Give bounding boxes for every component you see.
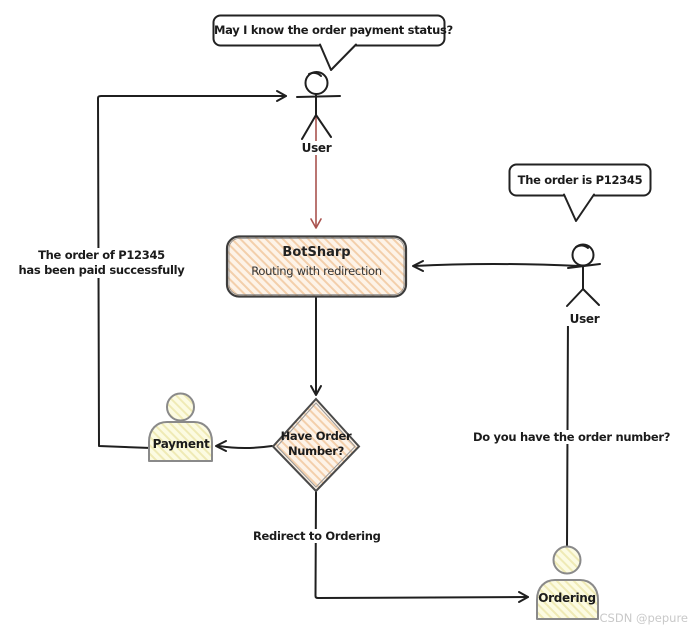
connector-decision-to-payment — [215, 440, 273, 452]
connector-decision-to-ordering — [314, 491, 529, 603]
botsharp-title: BotSharp — [282, 245, 351, 260]
watermark: CSDN @pepure — [599, 611, 688, 625]
paid-message-label: The order of P12345 has been paid succes… — [14, 248, 189, 278]
speech-bubble-right — [508, 163, 652, 222]
paid-message-line2: has been paid successfully — [18, 263, 185, 277]
decision-diamond — [271, 397, 361, 493]
connector-botsharp-to-decision — [310, 296, 322, 396]
paid-message-line1: The order of P12345 — [38, 248, 165, 262]
ordering-actor-icon — [536, 545, 599, 620]
speech-bubble-top — [212, 14, 446, 71]
right-user-label: User — [561, 312, 608, 326]
connector-rightuser-to-botsharp — [412, 260, 581, 272]
connector-payment-to-user — [97, 90, 287, 449]
payment-actor-icon — [148, 392, 213, 462]
stick-figure-user-right-icon — [566, 243, 601, 307]
speech-bubble-right-text: The order is P12345 — [517, 173, 643, 187]
redirect-to-ordering-label: Redirect to Ordering — [253, 529, 381, 543]
connector-user-to-botsharp-red — [310, 101, 322, 229]
speech-bubble-top-text: May I know the order payment status? — [214, 23, 453, 37]
stick-figure-user-top-icon — [296, 71, 341, 140]
botsharp-subtitle: Routing with redirection — [251, 264, 382, 278]
top-user-label: User — [293, 141, 340, 155]
payment-label: Payment — [152, 437, 210, 451]
decision-label-line2: Number? — [287, 444, 345, 458]
botsharp-node — [225, 235, 408, 298]
ordering-label: Ordering — [538, 591, 596, 605]
ask-order-number-label: Do you have the order number? — [473, 430, 671, 444]
decision-label-line1: Have Order — [280, 429, 352, 443]
decision-label: Have Order Number? — [266, 429, 366, 459]
